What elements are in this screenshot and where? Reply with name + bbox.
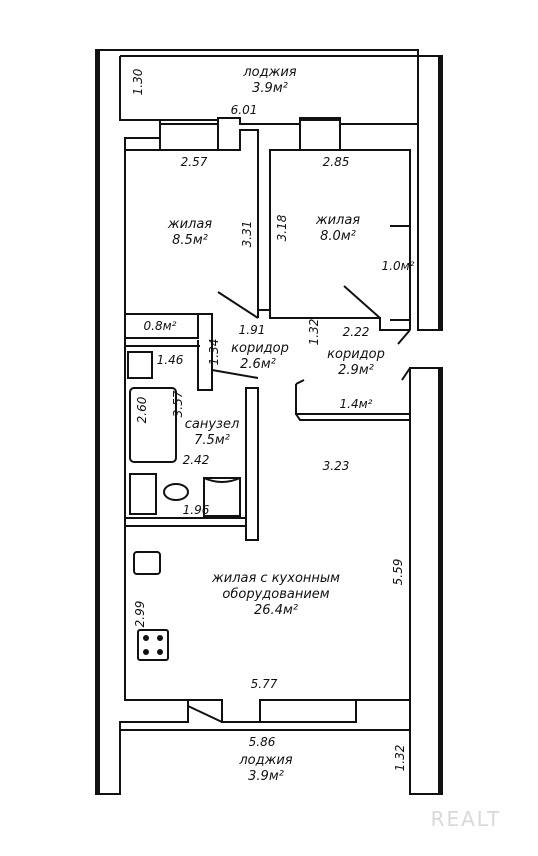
dim-132-bottom: 1.32 xyxy=(393,745,407,772)
dim-191: 1.91 xyxy=(239,323,266,337)
watermark: REALT xyxy=(431,807,502,831)
dim-222: 2.22 xyxy=(343,325,370,339)
dim-577: 5.77 xyxy=(251,677,278,691)
living-right-area: 8.0м² xyxy=(320,229,356,244)
closet-left-area: 0.8м² xyxy=(144,319,177,333)
kitchen-living-name-2: оборудованием xyxy=(222,587,329,602)
loggia-top-name: лоджия xyxy=(242,65,296,80)
bathroom-name: санузел xyxy=(185,417,240,432)
dim-285: 2.85 xyxy=(323,155,350,169)
dim-132-mid: 1.32 xyxy=(307,319,321,346)
dim-130: 1.30 xyxy=(131,68,145,95)
living-right-name: жилая xyxy=(315,213,360,228)
dim-260: 2.60 xyxy=(135,396,149,423)
dim-242: 2.42 xyxy=(183,453,210,467)
dim-257: 2.57 xyxy=(181,155,208,169)
dim-196: 1.96 xyxy=(183,503,210,517)
bathroom-area: 7.5м² xyxy=(194,433,230,448)
corridor-left-area: 2.6м² xyxy=(240,357,276,372)
loggia-bottom-area: 3.9м² xyxy=(248,769,284,784)
corridor-right-area: 2.9м² xyxy=(338,363,374,378)
dim-331: 3.31 xyxy=(240,221,254,248)
dim-601: 6.01 xyxy=(231,103,258,117)
dim-318: 3.18 xyxy=(275,214,289,241)
closet-right-area: 1.0м² xyxy=(382,259,415,273)
dim-146: 1.46 xyxy=(157,353,184,367)
dim-299: 2.99 xyxy=(133,601,147,628)
dim-134: 1.34 xyxy=(207,339,221,366)
living-left-name: жилая xyxy=(167,217,212,232)
corridor-right-name: коридор xyxy=(327,347,385,362)
dim-323: 3.23 xyxy=(323,459,350,473)
closet-kitchen-area: 1.4м² xyxy=(340,397,373,411)
living-left-area: 8.5м² xyxy=(172,233,208,248)
loggia-bottom-name: лоджия xyxy=(238,753,292,768)
dim-586: 5.86 xyxy=(249,735,276,749)
dim-357: 3.57 xyxy=(171,390,185,417)
kitchen-living-name-1: жилая с кухонным xyxy=(211,571,340,586)
kitchen-living-area: 26.4м² xyxy=(254,603,298,618)
loggia-top-area: 3.9м² xyxy=(252,81,288,96)
corridor-left-name: коридор xyxy=(231,341,289,356)
dim-559: 5.59 xyxy=(391,559,405,586)
